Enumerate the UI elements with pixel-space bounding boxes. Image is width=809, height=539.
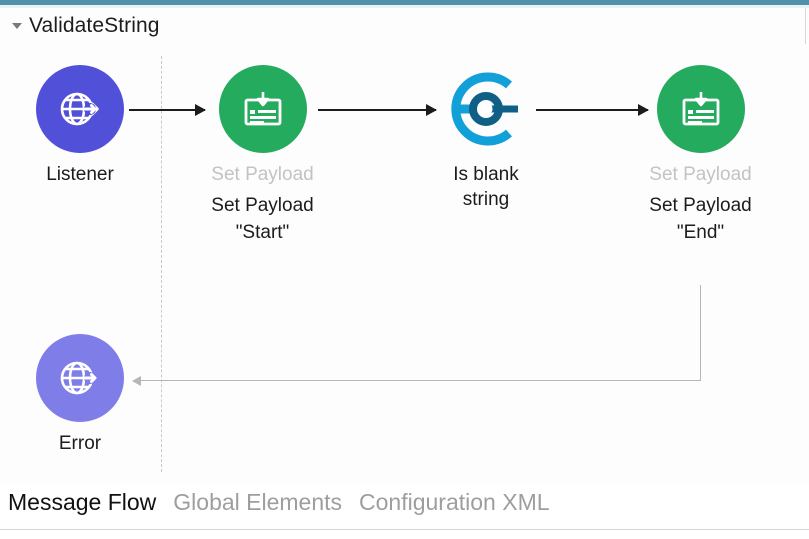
node-error-handler-label: Error	[58, 433, 102, 454]
globe-arrow-icon	[60, 361, 97, 395]
window-accent-bar	[0, 0, 809, 5]
set-payload-start-icon-circle[interactable]	[218, 65, 307, 153]
node-error-handler[interactable]: Error	[17, 334, 143, 456]
is-blank-string-icon-wrap[interactable]	[439, 65, 533, 153]
listener-icon-circle[interactable]	[36, 65, 124, 153]
window-accent-underline	[0, 5, 809, 8]
triangle-down-icon[interactable]	[12, 23, 22, 29]
globe-arrow-icon	[60, 92, 99, 126]
set-payload-end-icon-circle[interactable]	[656, 65, 745, 153]
connector-is-blank-string-to-set-payload-end	[536, 104, 649, 116]
tab-global-elements[interactable]: Global Elements	[173, 489, 343, 515]
choice-router-icon	[451, 72, 518, 146]
node-set-payload-start[interactable]: Set Payload Set Payload "Start"	[181, 65, 344, 245]
node-set-payload-start-label: Set Payload	[211, 195, 314, 216]
flow-title: ValidateString	[29, 14, 160, 37]
connector-listener-to-set-payload-start	[129, 104, 206, 116]
set-payload-icon	[244, 92, 281, 126]
node-set-payload-end[interactable]: Set Payload Set Payload "End"	[619, 65, 782, 245]
node-set-payload-end-type: Set Payload	[649, 164, 752, 185]
error-return-arrowhead-icon	[132, 376, 141, 386]
set-payload-icon	[682, 92, 719, 126]
connector-set-payload-start-to-is-blank-string	[318, 104, 437, 116]
tab-message-flow[interactable]: Message Flow	[8, 489, 157, 515]
node-listener-label: Listener	[46, 164, 114, 185]
node-is-blank-string-label2: string	[462, 189, 510, 210]
flow-canvas[interactable]: Listener Set Payload Set Payload "Start"	[0, 44, 809, 496]
node-is-blank-string[interactable]: Is blank string	[434, 65, 538, 212]
error-return-path-horizontal	[140, 380, 701, 381]
node-set-payload-end-label: Set Payload	[649, 195, 752, 216]
node-set-payload-start-value: "Start"	[235, 222, 290, 243]
tab-strip-divider	[0, 529, 809, 530]
tab-configuration-xml[interactable]: Configuration XML	[359, 489, 550, 515]
source-process-separator	[161, 56, 162, 472]
node-set-payload-end-value: "End"	[676, 222, 725, 243]
node-set-payload-start-type: Set Payload	[211, 164, 314, 185]
error-handler-icon-circle[interactable]	[36, 334, 124, 422]
editor-tabs: Message Flow Global Elements Configurati…	[8, 489, 550, 516]
error-return-path-vertical	[700, 285, 701, 381]
editor-tab-strip: Message Flow Global Elements Configurati…	[0, 485, 809, 539]
flow-header[interactable]: ValidateString	[12, 14, 160, 38]
node-is-blank-string-label: Is blank	[453, 164, 519, 185]
node-listener[interactable]: Listener	[17, 65, 143, 187]
